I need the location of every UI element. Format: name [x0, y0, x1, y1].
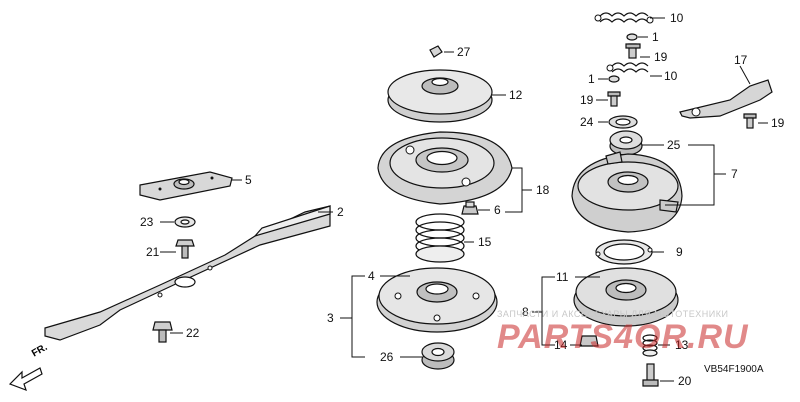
part-bearing-25[interactable] — [609, 130, 643, 156]
part-bearing-26[interactable] — [421, 342, 455, 370]
front-direction-arrow-icon — [8, 367, 43, 392]
part-nut-14[interactable] — [579, 335, 599, 347]
part-nut-6[interactable] — [461, 201, 479, 215]
part-bolt-21[interactable] — [175, 239, 195, 259]
part-gasket-9[interactable] — [595, 239, 653, 265]
callout-7: 7 — [731, 167, 738, 181]
bracket-3 — [351, 275, 365, 358]
bracket-7 — [665, 144, 715, 206]
part-bolt-19-top[interactable] — [625, 43, 641, 59]
callout-14: 14 — [554, 338, 568, 352]
callout-3: 3 — [327, 311, 334, 325]
part-bolt-19-right[interactable] — [743, 113, 757, 129]
callout-10-top: 10 — [670, 11, 684, 25]
callout-10-bottom: 10 — [664, 69, 678, 83]
part-bolt-22[interactable] — [152, 321, 173, 343]
callout-4: 4 — [368, 269, 375, 283]
part-spring-10-bottom[interactable] — [606, 62, 649, 73]
callout-20: 20 — [678, 374, 692, 388]
callout-18: 18 — [536, 183, 550, 197]
callout-21: 21 — [146, 245, 160, 259]
part-lower-housing[interactable] — [573, 267, 679, 327]
part-spring-13[interactable] — [642, 334, 658, 357]
callout-9: 9 — [676, 245, 683, 259]
part-base-plate[interactable] — [376, 267, 498, 333]
callout-1-top: 1 — [652, 30, 659, 44]
callout-2: 2 — [337, 205, 344, 219]
callout-17: 17 — [734, 53, 748, 67]
part-collar-1-bottom[interactable] — [608, 75, 620, 83]
part-spring-10-top[interactable] — [594, 12, 654, 24]
part-pin[interactable] — [429, 45, 443, 58]
callout-19-right: 19 — [771, 116, 785, 130]
callout-19-top: 19 — [654, 50, 668, 64]
part-bolt-20[interactable] — [642, 363, 659, 387]
callout-6: 6 — [494, 203, 501, 217]
bracket-8 — [541, 276, 555, 346]
callout-13: 13 — [675, 338, 689, 352]
callout-27: 27 — [457, 45, 471, 59]
part-housing-plate[interactable] — [377, 131, 513, 205]
part-blade[interactable] — [44, 205, 331, 341]
part-collar-1-top[interactable] — [626, 33, 638, 41]
callout-15: 15 — [478, 235, 492, 249]
callout-19-middle: 19 — [580, 93, 594, 107]
callout-22: 22 — [186, 326, 200, 340]
callout-24: 24 — [580, 115, 594, 129]
part-clutch-housing[interactable] — [571, 151, 683, 233]
part-bolt-19-middle[interactable] — [607, 91, 621, 107]
part-ring-24[interactable] — [608, 115, 638, 129]
callout-12: 12 — [509, 88, 523, 102]
part-spring-15[interactable] — [415, 213, 465, 263]
callout-25: 25 — [667, 138, 681, 152]
part-arm-17[interactable] — [679, 79, 773, 119]
part-washer[interactable] — [174, 216, 196, 228]
callout-8: 8 — [522, 305, 529, 319]
callout-11: 11 — [556, 270, 569, 284]
part-pulley-disc[interactable] — [387, 69, 493, 123]
callout-23: 23 — [140, 215, 154, 229]
diagram-code: VB54F1900A — [704, 364, 764, 375]
callout-1-bottom: 1 — [588, 72, 595, 86]
callout-labels: 10 1 19 10 1 19 17 19 24 25 7 9 11 8 14 … — [140, 11, 785, 388]
part-blade-holder[interactable] — [139, 171, 233, 201]
callout-26: 26 — [380, 350, 394, 364]
callout-5: 5 — [245, 173, 252, 187]
